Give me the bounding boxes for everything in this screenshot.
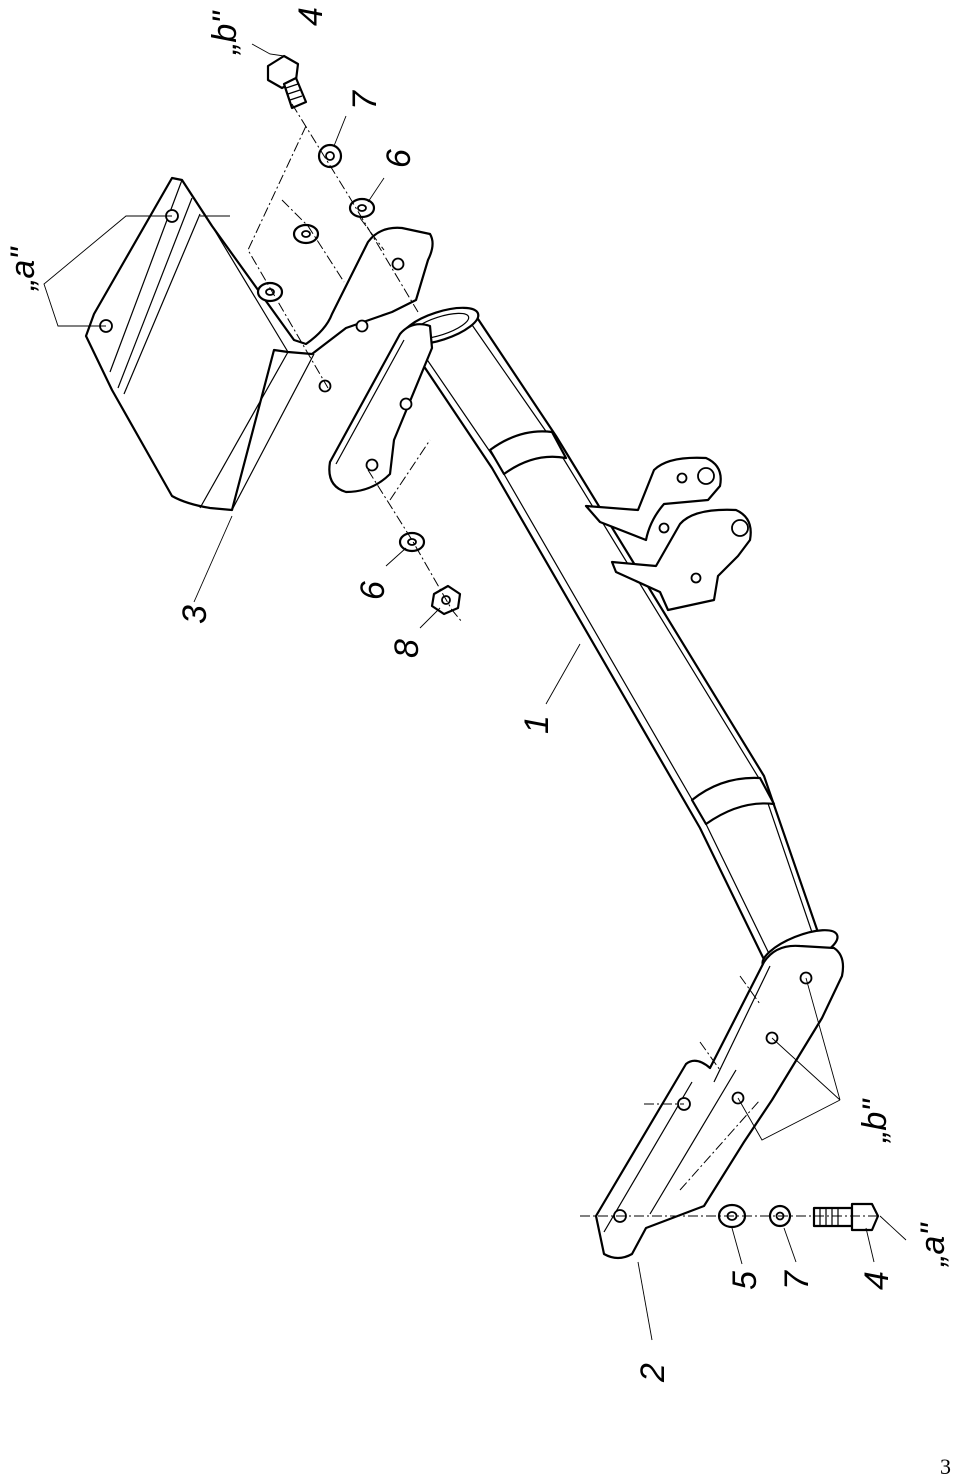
callout-b-bottom: „b" (856, 1098, 894, 1144)
hitch-bracket-pair (584, 456, 752, 612)
callout-3: 3 (176, 605, 214, 624)
callout-b-top: „b" (206, 10, 244, 56)
leader-lines (43, 43, 907, 1341)
callout-a-top: „a" (4, 246, 42, 292)
side-bracket-2 (594, 944, 845, 1260)
callout-6-top: 6 (380, 149, 418, 168)
centre-lines (247, 103, 880, 1217)
lock-washer-top (317, 143, 343, 169)
washer-6-left (398, 531, 426, 553)
side-bracket-3 (84, 176, 434, 512)
hex-bolt-bottom (812, 1202, 880, 1232)
crossbar-tube (400, 306, 839, 978)
washer-top-b (292, 223, 320, 245)
callout-4-bottom: 4 (858, 1271, 896, 1290)
callout-5: 5 (726, 1271, 764, 1290)
callout-7-top: 7 (346, 90, 384, 110)
callout-6-left: 6 (354, 581, 392, 600)
washer-top-c (256, 281, 284, 303)
callout-8: 8 (388, 639, 426, 658)
callout-7-bottom: 7 (778, 1270, 816, 1290)
callout-4-top: 4 (292, 7, 330, 26)
callout-2: 2 (634, 1363, 672, 1383)
callout-1: 1 (518, 715, 556, 734)
hex-bolt-top (266, 54, 308, 110)
callout-labels: 1 2 3 4 4 5 6 6 7 7 8 „a" „a" „b" „b" (4, 7, 952, 1383)
washer-top-a (348, 197, 376, 219)
page-number: 3 (940, 1454, 951, 1479)
callout-a-bottom: „a" (914, 1222, 952, 1268)
upper-tube-plate (328, 323, 434, 494)
